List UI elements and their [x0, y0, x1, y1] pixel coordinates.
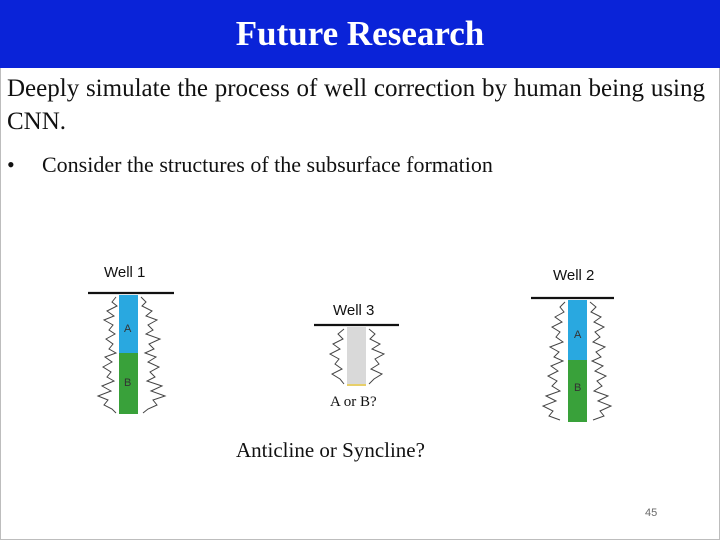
- well-2-unit-b-label: B: [574, 382, 581, 394]
- well-3-left-log-curve: [328, 328, 345, 385]
- well-2-unit-a-label: A: [574, 329, 582, 341]
- well-1-label: Well 1: [104, 264, 145, 281]
- bullet-text: Consider the structures of the subsurfac…: [42, 152, 493, 177]
- well-2-unit-b: [568, 360, 587, 422]
- well-2: Well 2 A B: [531, 267, 614, 422]
- well-1-unit-b: [119, 353, 138, 414]
- body-text: Deeply simulate the process of well corr…: [7, 75, 705, 135]
- well-1-left-log-curve: [96, 296, 118, 414]
- well-1-unit-b-label: B: [124, 377, 131, 389]
- well-2-unit-a: [568, 300, 587, 360]
- well-1-unit-a-label: A: [124, 323, 132, 335]
- well-2-label: Well 2: [553, 267, 594, 284]
- well-3: Well 3 A or B?: [314, 302, 399, 410]
- structure-question: Anticline or Syncline?: [236, 438, 425, 462]
- well-2-right-log-curve: [589, 301, 613, 421]
- well-1-unit-a: [119, 295, 138, 353]
- page-number: 45: [645, 507, 658, 519]
- slide-title: Future Research: [0, 0, 720, 68]
- well-3-label: Well 3: [333, 302, 374, 319]
- well-3-question: A or B?: [330, 394, 377, 410]
- well-2-left-log-curve: [541, 301, 566, 421]
- well-3-unknown-unit: [347, 327, 366, 385]
- well-3-right-log-curve: [368, 328, 386, 385]
- well-1-right-log-curve: [140, 296, 167, 414]
- well-1: Well 1 A B: [88, 264, 174, 414]
- bullet-dot: •: [7, 152, 15, 177]
